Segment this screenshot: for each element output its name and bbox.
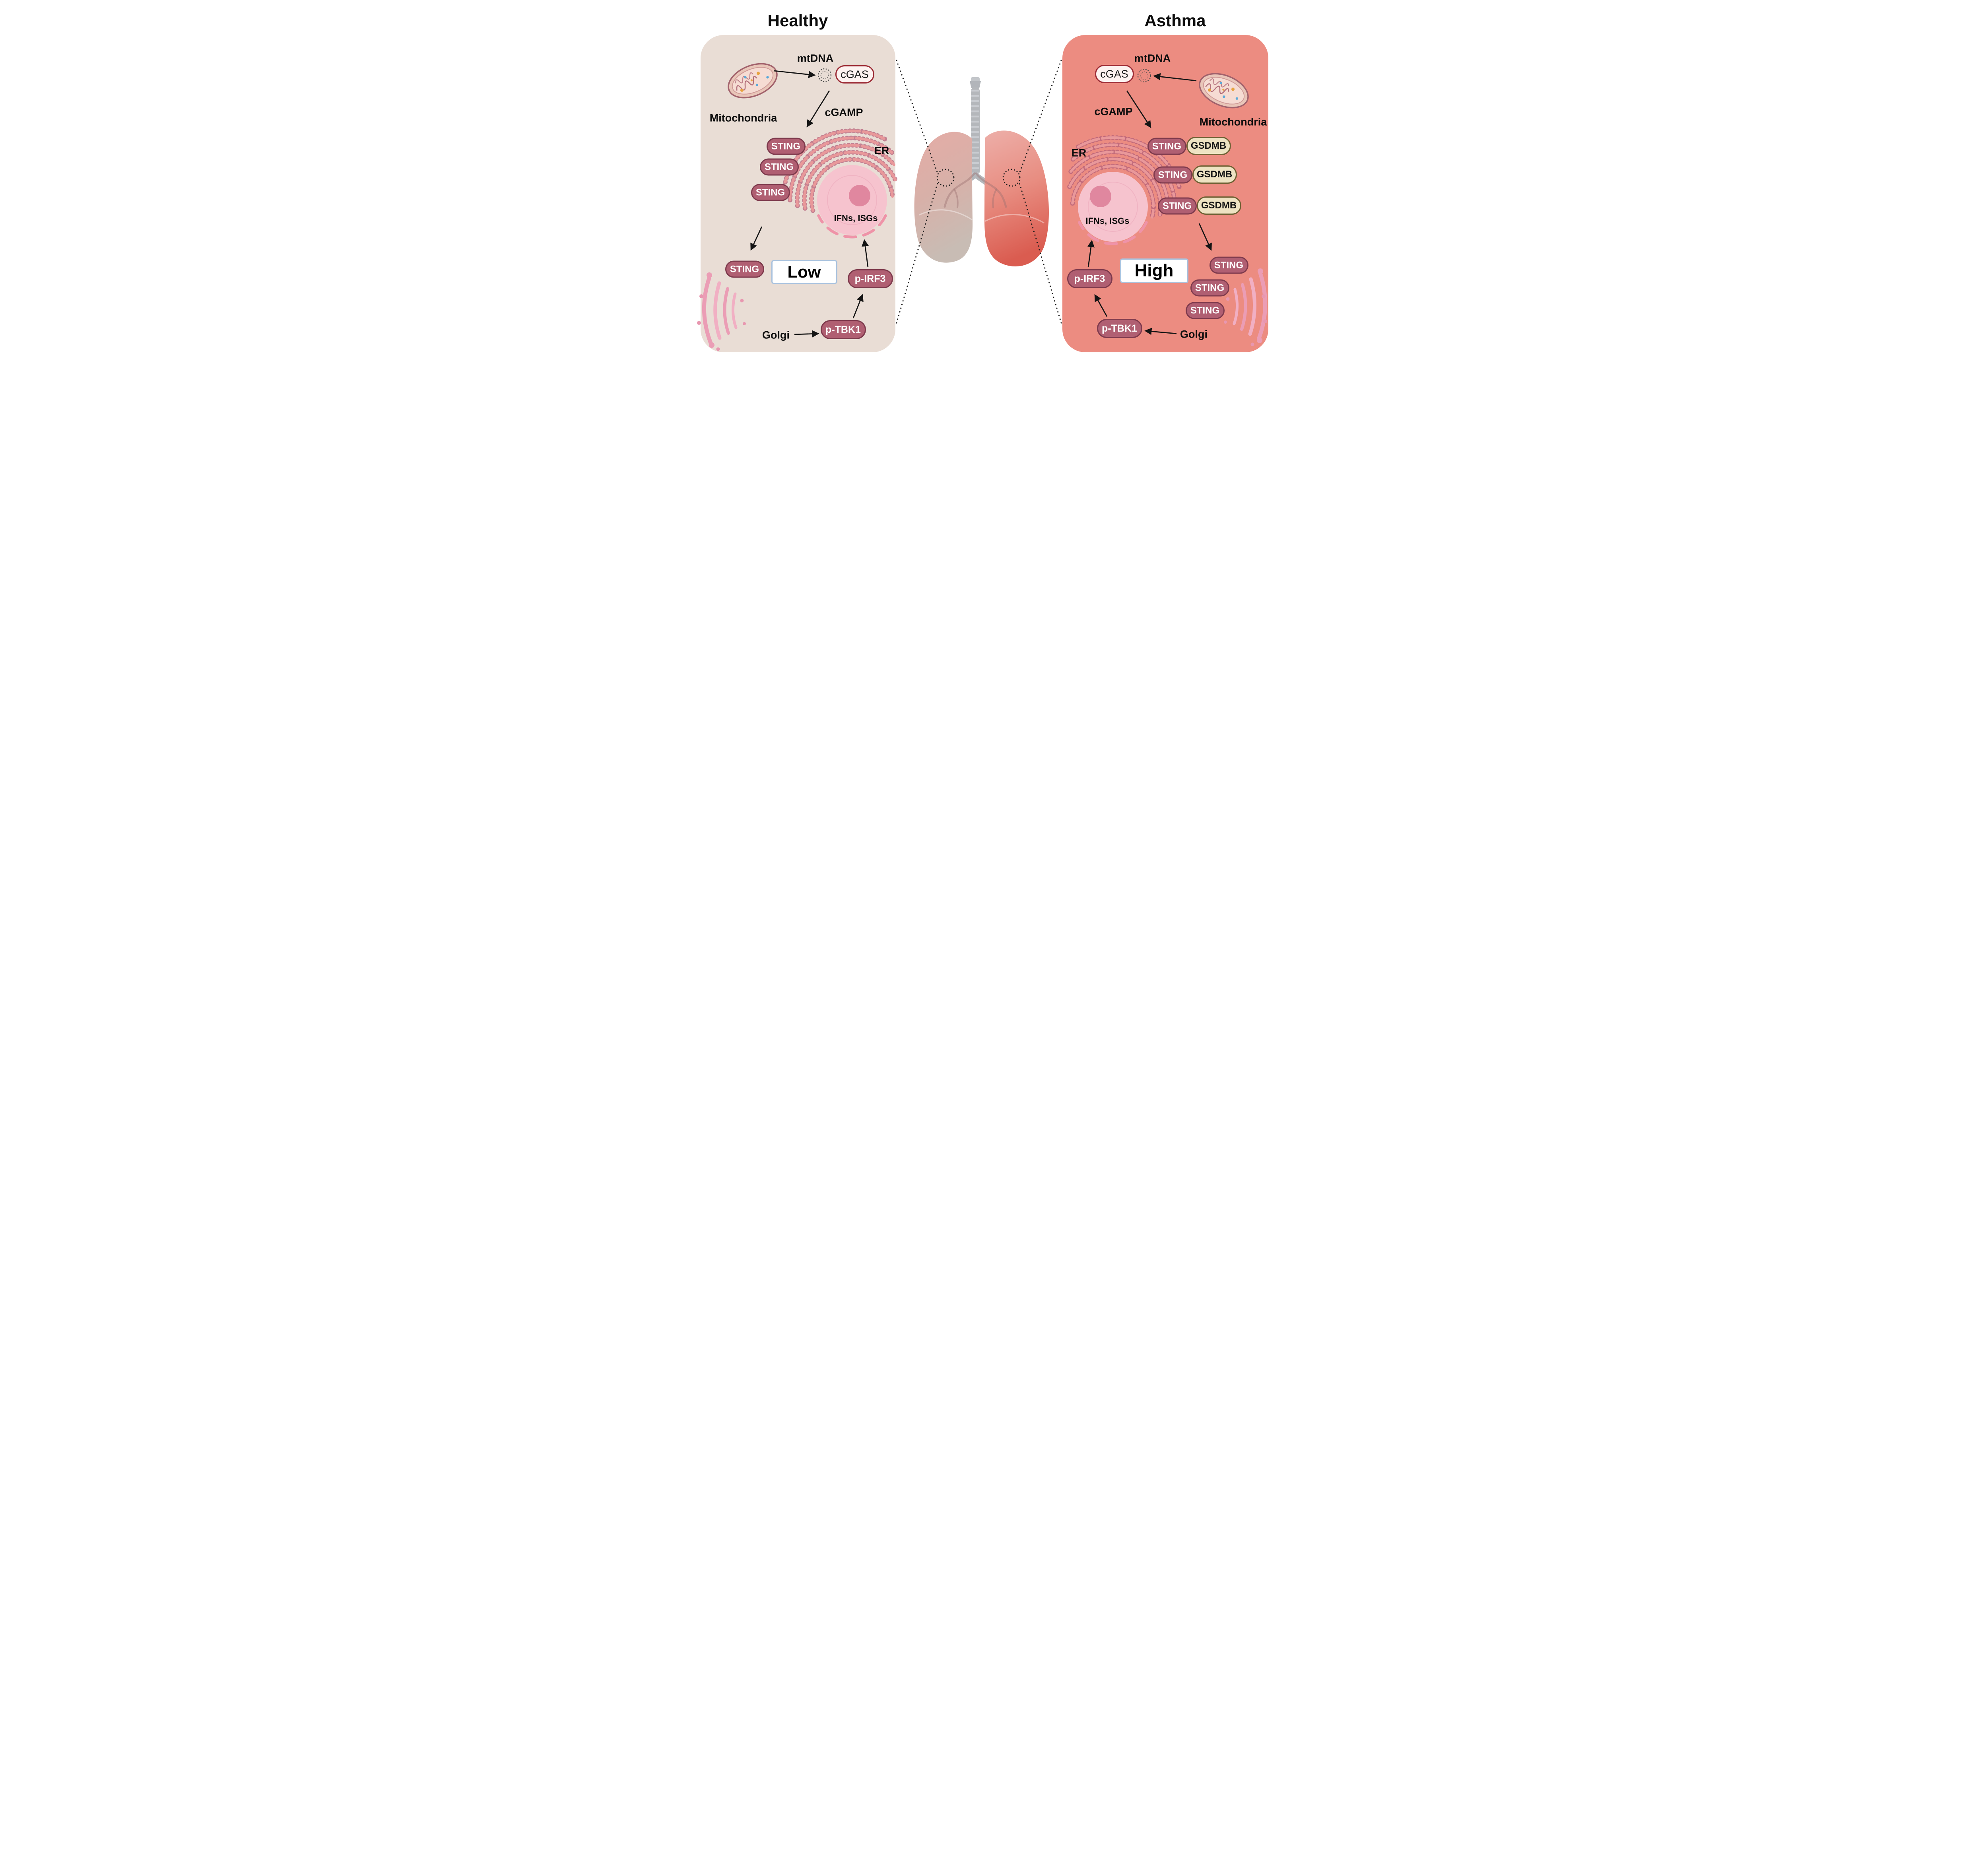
gsdmb-pill: GSDMB [1196, 196, 1241, 215]
golgi-illustration-healthy [697, 272, 746, 351]
level-low-box: Low [771, 260, 837, 284]
arrow-mtdna [1153, 73, 1196, 82]
trachea-rings [971, 89, 979, 175]
arrow-cgamp [1126, 90, 1151, 128]
left-airway-branch [953, 188, 959, 208]
er-illustration-healthy [785, 131, 895, 239]
figure-canvas: Healthy mtDNA Mitochondria cGAS cGAMP ST… [678, 0, 1310, 371]
nuclear-envelope-dashes [817, 214, 887, 239]
arrow-sting-traffic [750, 226, 762, 251]
zoom-dotted-line [1018, 181, 1062, 324]
healthy-title: Healthy [767, 11, 828, 30]
arrow-cgamp [806, 90, 830, 128]
mitochondria-label: Mitochondria [1199, 116, 1267, 128]
arrow-tbk1-irf3 [1094, 294, 1107, 317]
sting-pill: STING [1147, 138, 1186, 155]
er-label: ER [874, 144, 889, 157]
mitochondria-illustration-healthy [722, 56, 782, 105]
sting-pill: STING [1153, 166, 1192, 184]
left-airways [944, 172, 975, 208]
arrow-irf3-nucleus [1087, 240, 1095, 268]
arrows-asthma [1087, 73, 1212, 335]
sting-pill: STING [725, 260, 764, 278]
arrow-tbk1-irf3 [852, 294, 864, 319]
cgas-pill: cGAS [1095, 65, 1134, 83]
golgi-label: Golgi [762, 329, 790, 341]
pirf3-pill: p-IRF3 [847, 269, 893, 288]
nucleus-inner-ring [1087, 182, 1138, 232]
sting-pill: STING [751, 184, 790, 201]
right-airways [975, 172, 1007, 208]
sting-pill: STING [759, 158, 799, 176]
cgamp-label: cGAMP [1094, 105, 1133, 118]
ptbk1-pill: p-TBK1 [1097, 319, 1142, 338]
mtdna-label: mtDNA [1134, 52, 1171, 64]
arrow-mtdna [773, 70, 816, 78]
larynx [971, 77, 980, 82]
nuclear-envelope-dashes [1077, 221, 1148, 245]
arrow-sting-traffic [1198, 223, 1212, 251]
sting-pill: STING [1190, 279, 1229, 297]
cgamp-label: cGAMP [825, 106, 863, 118]
zoom-annotation [895, 60, 1062, 324]
lungs-illustration [914, 77, 1049, 266]
larynx-base [969, 81, 981, 88]
arrow-golgi-tbk1 [1144, 328, 1176, 335]
golgi-label: Golgi [1180, 328, 1208, 340]
sting-pill: STING [1185, 302, 1225, 319]
nucleolus [1089, 186, 1111, 207]
arrows-healthy [750, 70, 869, 338]
level-high-box: High [1120, 258, 1188, 283]
nucleolus [848, 185, 870, 206]
right-lobe-line [984, 214, 1044, 223]
arrow-irf3-nucleus [861, 239, 869, 268]
zoom-dotted-line [1018, 60, 1062, 175]
mtdna-circle-asthma [1137, 68, 1151, 83]
ifns-isgs-label: IFNs, ISGs [1085, 216, 1130, 226]
lung-zoom-circle-right [1002, 169, 1020, 187]
mtdna-label: mtDNA [797, 52, 834, 64]
mitochondria-illustration-asthma [1194, 66, 1254, 115]
er-label: ER [1071, 147, 1087, 159]
mtdna-circle-healthy [817, 68, 831, 82]
gsdmb-pill: GSDMB [1186, 137, 1231, 155]
asthma-title: Asthma [1144, 11, 1206, 30]
sting-pill: STING [766, 138, 806, 155]
lung-zoom-circle-left [936, 169, 954, 187]
sting-pill: STING [1209, 256, 1248, 274]
ifns-isgs-label: IFNs, ISGs [834, 213, 878, 223]
mitochondria-label: Mitochondria [709, 112, 777, 124]
nucleus-inner-ring [827, 175, 877, 225]
golgi-illustration-asthma [1223, 268, 1267, 346]
right-airway-branch [992, 188, 997, 208]
right-lung [984, 130, 1049, 266]
ptbk1-pill: p-TBK1 [820, 320, 866, 339]
pirf3-pill: p-IRF3 [1067, 269, 1112, 288]
gsdmb-pill: GSDMB [1192, 165, 1237, 184]
left-lobe-line [919, 209, 972, 220]
er-illustration-asthma [1070, 138, 1180, 245]
sting-pill: STING [1157, 197, 1197, 215]
diagram-artwork [697, 56, 1267, 351]
zoom-dotted-line [895, 60, 939, 175]
cgas-pill: cGAS [835, 65, 874, 84]
left-lung [914, 132, 973, 263]
zoom-dotted-line [895, 181, 939, 324]
